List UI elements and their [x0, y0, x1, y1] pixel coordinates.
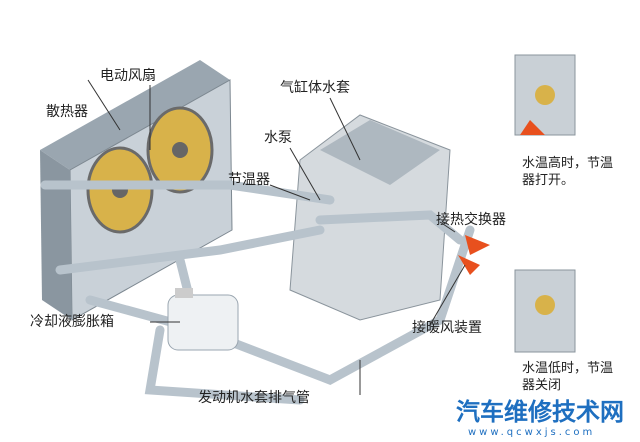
note-hot: 水温高时，节温器打开。: [522, 156, 614, 188]
label-expansion-tank: 冷却液膨胀箱: [30, 314, 114, 330]
leader-lines: [87, 79, 466, 395]
label-radiator: 散热器: [46, 104, 88, 120]
thermostat-open-inset: [514, 54, 576, 136]
label-vent-pipe: 发动机水套排气管: [198, 390, 310, 406]
label-heater: 接暖风装置: [412, 320, 482, 336]
label-thermostat: 节温器: [228, 172, 270, 188]
label-cylinder-jacket: 气缸体水套: [280, 80, 350, 96]
label-water-pump: 水泵: [264, 130, 292, 146]
thermostat-closed-inset: [514, 269, 576, 353]
watermark-name: 汽车维修技术网: [456, 398, 624, 426]
flow-arrows: [458, 235, 490, 275]
watermark-url: www.qcwxjs.com: [468, 427, 596, 438]
expansion-tank: [167, 288, 239, 351]
label-heat-exchanger: 接热交换器: [436, 212, 506, 228]
label-fan: 电动风扇: [100, 68, 156, 84]
note-cold: 水温低时，节温器关闭: [522, 361, 614, 393]
